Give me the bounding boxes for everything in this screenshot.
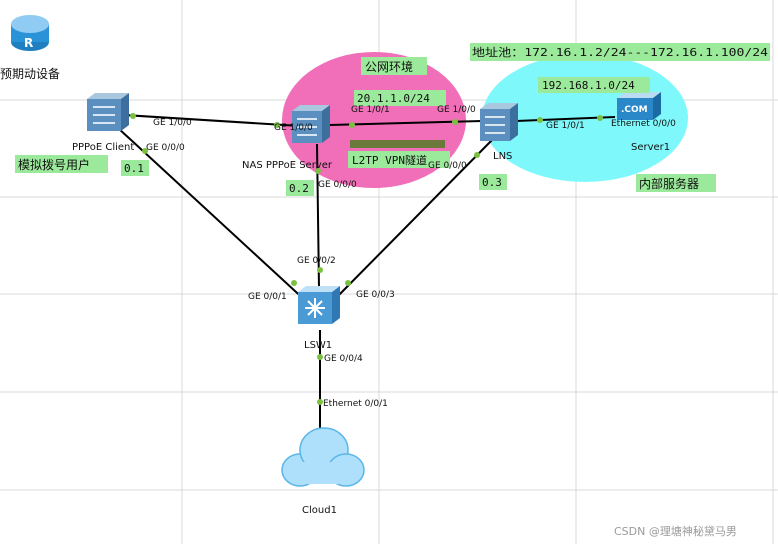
links (117, 114, 616, 434)
link-nas-switch[interactable] (316, 143, 320, 289)
port-dots (130, 113, 603, 405)
client-ip-label-bg (121, 160, 149, 176)
switch-name: LSW1 (304, 340, 332, 351)
cloud-icon[interactable] (281, 427, 365, 487)
server-icon[interactable]: .COM (617, 92, 661, 120)
switch-icon[interactable] (298, 286, 340, 324)
port-client-to-sw: GE 0/0/0 (146, 143, 185, 153)
link-client-switch[interactable] (117, 127, 309, 304)
watermark: CSDN @理塘神秘黛马男 (614, 524, 737, 538)
lns-ip-label: 0.3 (482, 176, 502, 189)
internal-zone-label-bg (636, 174, 716, 192)
port-lns-to-server: GE 1/0/1 (546, 121, 585, 131)
public-net-label-bg (354, 90, 446, 106)
port-sw-to-client: GE 0/0/1 (248, 292, 287, 302)
link-client-nas[interactable] (123, 114, 301, 127)
server-badge: .COM (621, 105, 648, 115)
port-client-to-nas: GE 1/0/0 (153, 118, 192, 128)
tunnel-bar (350, 140, 445, 148)
port-sw-to-cloud: GE 0/0/4 (324, 354, 363, 364)
public-zone-label-bg (361, 57, 427, 75)
router-icon[interactable]: R (11, 15, 49, 51)
firewall-icon[interactable] (292, 105, 330, 143)
lns-name: LNS (493, 151, 512, 162)
nas-name: NAS PPPoE Server (242, 160, 333, 171)
address-pool-label-bg (470, 43, 770, 61)
svg-text:R: R (24, 36, 33, 50)
tunnel-label: L2TP VPN隧道 (352, 153, 427, 167)
port-sw-to-lns: GE 0/0/3 (356, 290, 395, 300)
public-net-label: 20.1.1.0/24 (357, 92, 430, 105)
cloud-name: Cloud1 (302, 505, 337, 516)
address-pool-label: 地址池：172.16.1.2/24---172.16.1.100/24 (472, 45, 768, 59)
port-sw-to-nas: GE 0/0/2 (297, 256, 336, 266)
port-nas-to-lns: GE 1/0/1 (351, 105, 390, 115)
nas-ip-label: 0.2 (289, 182, 309, 195)
server-name: Server1 (631, 142, 670, 153)
internal-net-label: 192.168.1.0/24 (542, 79, 635, 92)
public-zone-label: 公网环境 (365, 59, 413, 74)
nas-ip-label-bg (286, 180, 314, 196)
tunnel-label-bg (348, 151, 450, 168)
client-role-label-bg (15, 155, 108, 173)
port-nas-to-client: GE 1/0/0 (274, 123, 313, 133)
port-nas-to-sw: GE 0/0/0 (318, 180, 357, 190)
port-server-eth: Ethernet 0/0/0 (611, 119, 676, 129)
client-role-label: 模拟拨号用户 (18, 157, 90, 172)
client-ip-label: 0.1 (124, 162, 144, 175)
internal-net-label-bg (538, 77, 650, 93)
port-lns-to-sw: GE 0/0/0 (428, 161, 467, 171)
link-lns-switch[interactable] (333, 137, 495, 301)
client-name: PPPoE Client (72, 142, 134, 153)
port-lns-to-nas: GE 1/0/0 (437, 105, 476, 115)
firewall-icon[interactable] (87, 93, 129, 131)
firewall-icon[interactable] (480, 103, 518, 141)
internal-zone-label: 内部服务器 (639, 176, 699, 191)
port-cloud-eth: Ethernet 0/0/1 (323, 399, 388, 409)
legend-label: 预期动设备 (0, 67, 60, 81)
lns-ip-label-bg (479, 174, 507, 190)
